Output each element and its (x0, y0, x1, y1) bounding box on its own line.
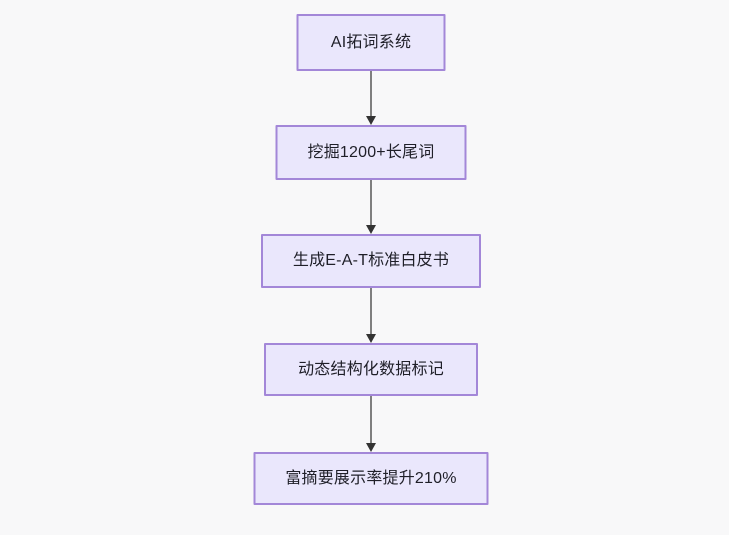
flowchart-node-label: AI拓词系统 (330, 33, 412, 51)
edge-arrowhead (366, 225, 376, 234)
flowchart-node[interactable]: 挖掘1200+长尾词 (275, 125, 467, 180)
flowchart-node[interactable]: 富摘要展示率提升210% (253, 452, 489, 505)
edge-arrowhead (366, 334, 376, 343)
flowchart-node-label: 挖掘1200+长尾词 (307, 143, 435, 161)
flowchart-node-label: 富摘要展示率提升210% (285, 469, 457, 487)
edge-arrowhead (366, 443, 376, 452)
flowchart-node-label: 生成E-A-T标准白皮书 (292, 252, 450, 270)
edge-arrowhead (366, 116, 376, 125)
flowchart-node[interactable]: 生成E-A-T标准白皮书 (261, 234, 481, 288)
flowchart-node-label: 动态结构化数据标记 (298, 360, 444, 378)
flowchart-node[interactable]: 动态结构化数据标记 (264, 343, 478, 396)
flowchart-node[interactable]: AI拓词系统 (296, 14, 446, 71)
